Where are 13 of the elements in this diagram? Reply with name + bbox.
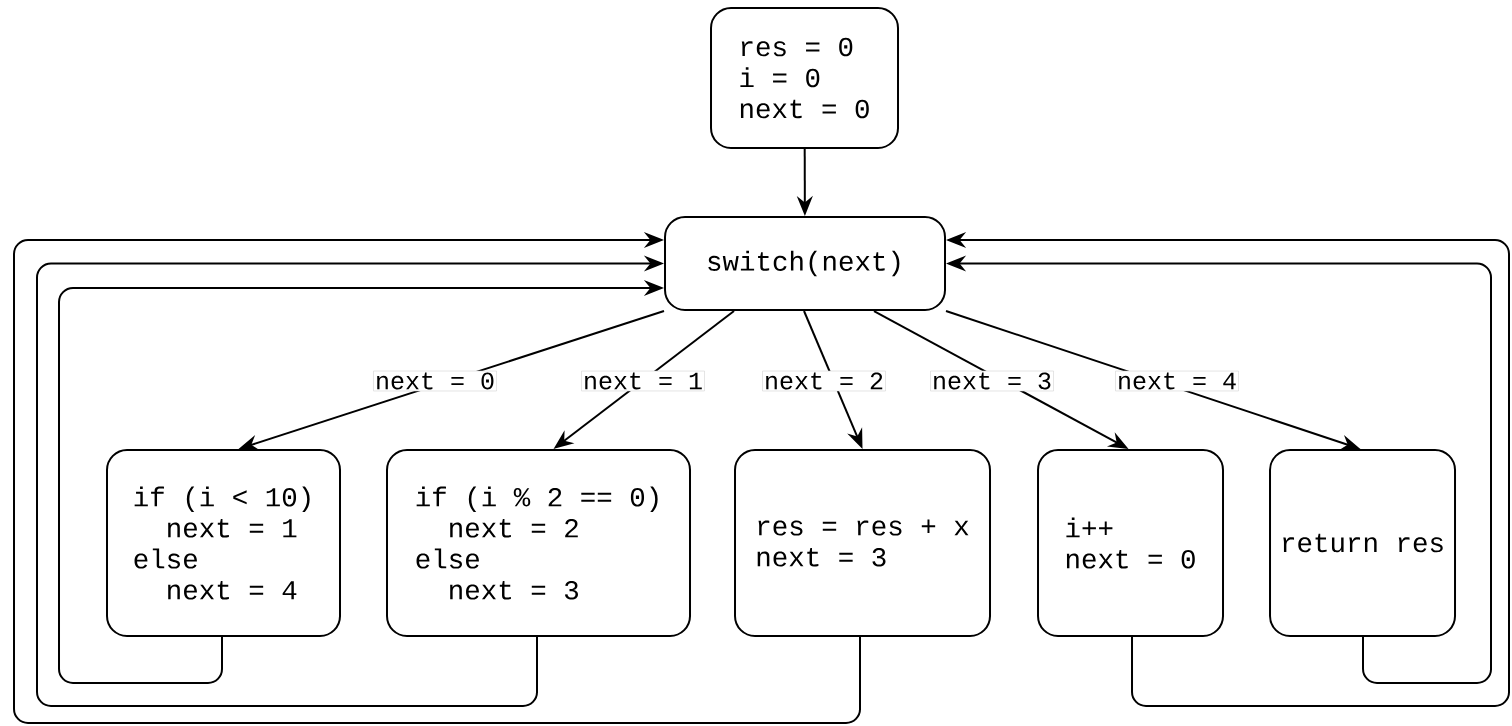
code-box: if (i < 10) next = 1 else next = 4 xyxy=(106,449,341,637)
edge-label: next = 1 xyxy=(581,370,705,392)
code-box: return res xyxy=(1269,449,1456,637)
code-box: res = 0 i = 0 next = 0 xyxy=(710,7,899,149)
edge-label: next = 2 xyxy=(762,370,886,392)
edge-label: next = 3 xyxy=(930,370,1054,392)
code-box: i++ next = 0 xyxy=(1037,449,1224,637)
code-box: res = res + x next = 3 xyxy=(734,449,991,637)
code-box: switch(next) xyxy=(664,216,946,311)
arrow xyxy=(13,231,861,724)
edge-label: next = 4 xyxy=(1115,370,1239,392)
code-box: if (i % 2 == 0) next = 2 else next = 3 xyxy=(386,449,691,637)
edge-label: next = 0 xyxy=(373,370,497,392)
